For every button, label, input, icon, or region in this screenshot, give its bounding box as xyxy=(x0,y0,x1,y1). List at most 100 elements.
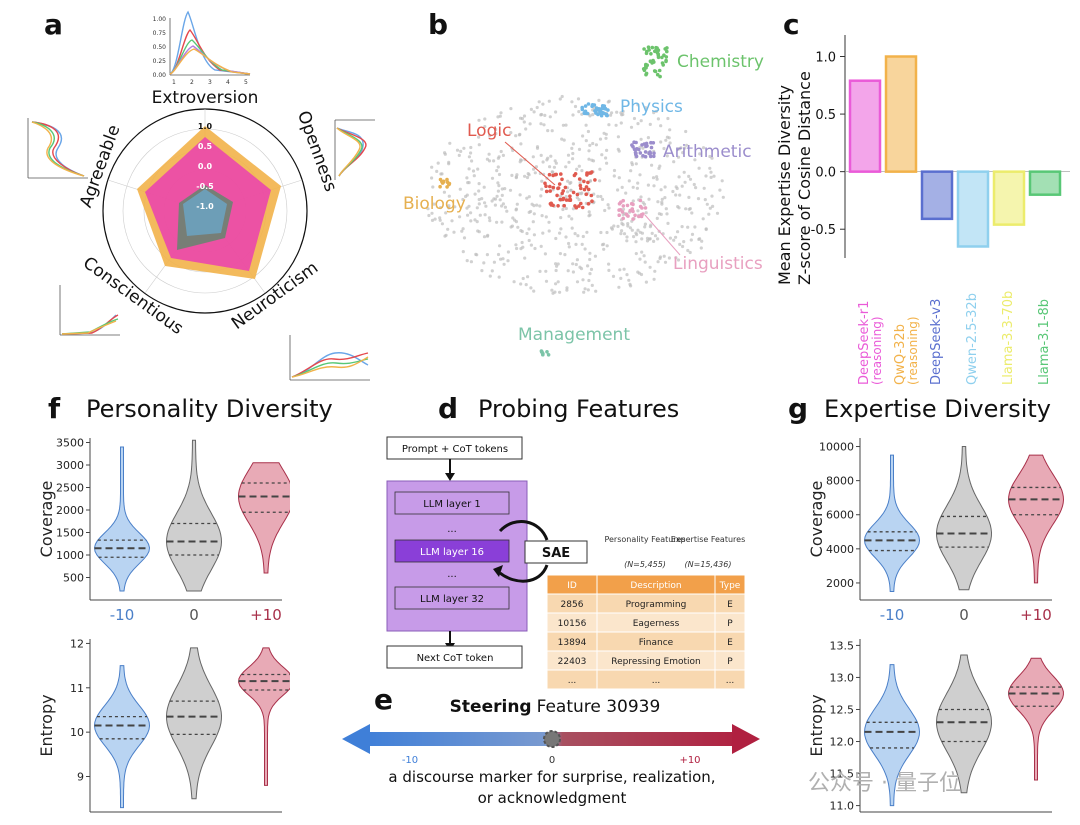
scatter-point xyxy=(627,278,631,282)
scatter-point xyxy=(503,187,507,191)
cluster-point xyxy=(579,186,583,191)
violin-ytick: 6000 xyxy=(826,509,854,522)
scatter-point xyxy=(446,227,450,231)
cluster-point xyxy=(580,205,585,210)
scatter-point xyxy=(541,231,545,235)
scatter-point xyxy=(477,118,481,122)
scatter-point xyxy=(519,282,523,286)
scatter-point xyxy=(607,99,611,103)
inset-tick: 0.50 xyxy=(153,44,167,51)
cluster-point xyxy=(540,350,544,354)
scatter-point xyxy=(579,267,584,271)
panel-d-title: Probing Features xyxy=(478,395,680,423)
scatter-point xyxy=(533,171,537,175)
cluster-point xyxy=(648,151,653,156)
scatter-point xyxy=(430,218,435,222)
cluster-point xyxy=(548,189,552,193)
scatter-point xyxy=(596,194,600,198)
scatter-point xyxy=(583,247,587,251)
cluster-point xyxy=(621,216,625,221)
scatter-point xyxy=(587,278,591,283)
scatter-point xyxy=(539,244,543,248)
scatter-point xyxy=(643,260,647,264)
scatter-point xyxy=(564,123,568,127)
violin-shape xyxy=(935,654,993,794)
scatter-point xyxy=(648,122,652,126)
scatter-point xyxy=(560,94,564,99)
cluster-point xyxy=(633,213,637,218)
scatter-point xyxy=(462,146,466,150)
scatter-point xyxy=(498,198,502,202)
scatter-point xyxy=(590,283,594,287)
scatter-point xyxy=(539,122,543,126)
expertise-embedding-map: Chemistry Physics Logic Arithmetic Biolo… xyxy=(403,45,764,357)
scatter-point xyxy=(524,283,528,287)
scatter-point xyxy=(591,113,595,117)
scatter-point xyxy=(465,259,469,263)
scatter-point xyxy=(598,179,602,183)
cluster-point xyxy=(555,193,559,198)
cluster-point xyxy=(621,204,626,208)
scatter-point xyxy=(650,231,654,235)
scatter-point xyxy=(602,242,606,246)
scatter-point xyxy=(641,146,645,150)
scatter-point xyxy=(586,129,590,134)
scatter-point xyxy=(580,191,584,195)
bar xyxy=(992,170,1026,226)
scatter-point xyxy=(515,246,519,251)
scatter-point xyxy=(660,200,664,204)
scatter-point xyxy=(603,208,607,213)
violin-ytick: 8000 xyxy=(826,475,854,488)
layer-ellipsis: ... xyxy=(447,524,457,535)
cluster-point xyxy=(586,187,591,192)
scatter-point xyxy=(639,119,643,123)
scatter-point xyxy=(461,227,465,231)
scatter-point xyxy=(503,205,507,209)
scatter-point xyxy=(686,225,690,229)
cluster-point xyxy=(578,183,583,188)
scatter-point xyxy=(569,188,573,192)
panel-d-label: d xyxy=(438,392,459,425)
scatter-point xyxy=(598,137,603,141)
radar-axis-label-extroversion: Extroversion xyxy=(152,88,259,108)
cluster-point xyxy=(582,187,587,192)
scatter-point xyxy=(594,289,598,293)
scatter-point xyxy=(665,135,669,139)
expertise-features-header: Expertise Features xyxy=(671,535,745,544)
scatter-point xyxy=(554,282,558,286)
scatter-point xyxy=(575,167,579,171)
scatter-point xyxy=(567,214,571,218)
violin-ytick: 9 xyxy=(77,771,84,784)
cluster-point xyxy=(447,181,452,186)
scatter-point xyxy=(586,264,590,268)
cluster-point xyxy=(637,214,641,219)
scatter-point xyxy=(653,234,658,238)
violin-ylabel: Coverage xyxy=(807,481,826,558)
bar-chart-ylabel-sub: Z-score of Cosine Distance xyxy=(795,71,814,285)
scatter-point xyxy=(681,244,685,249)
scatter-point xyxy=(617,285,621,289)
scatter-point xyxy=(529,286,533,290)
bar xyxy=(956,170,990,248)
cluster-point xyxy=(580,105,584,110)
scatter-point xyxy=(581,278,585,282)
violin-ytick: 11.0 xyxy=(830,800,855,813)
scatter-point xyxy=(581,134,585,138)
cluster-point xyxy=(544,184,548,188)
scatter-point xyxy=(651,176,656,180)
violin-ytick: 500 xyxy=(63,572,84,585)
bar-category-sublabel: (reasoning) xyxy=(906,316,920,385)
bar xyxy=(1028,170,1062,196)
cluster-point xyxy=(619,200,623,204)
scatter-point xyxy=(656,200,660,204)
cluster-point xyxy=(634,151,638,156)
cluster-point xyxy=(660,61,665,65)
scatter-point xyxy=(620,185,624,189)
cluster-point xyxy=(647,48,651,52)
scatter-point xyxy=(698,152,702,156)
violin-ytick: 12.5 xyxy=(830,703,855,716)
feature-table-cell: Finance xyxy=(639,638,674,648)
scatter-point xyxy=(477,189,481,193)
cluster-point xyxy=(649,145,654,150)
